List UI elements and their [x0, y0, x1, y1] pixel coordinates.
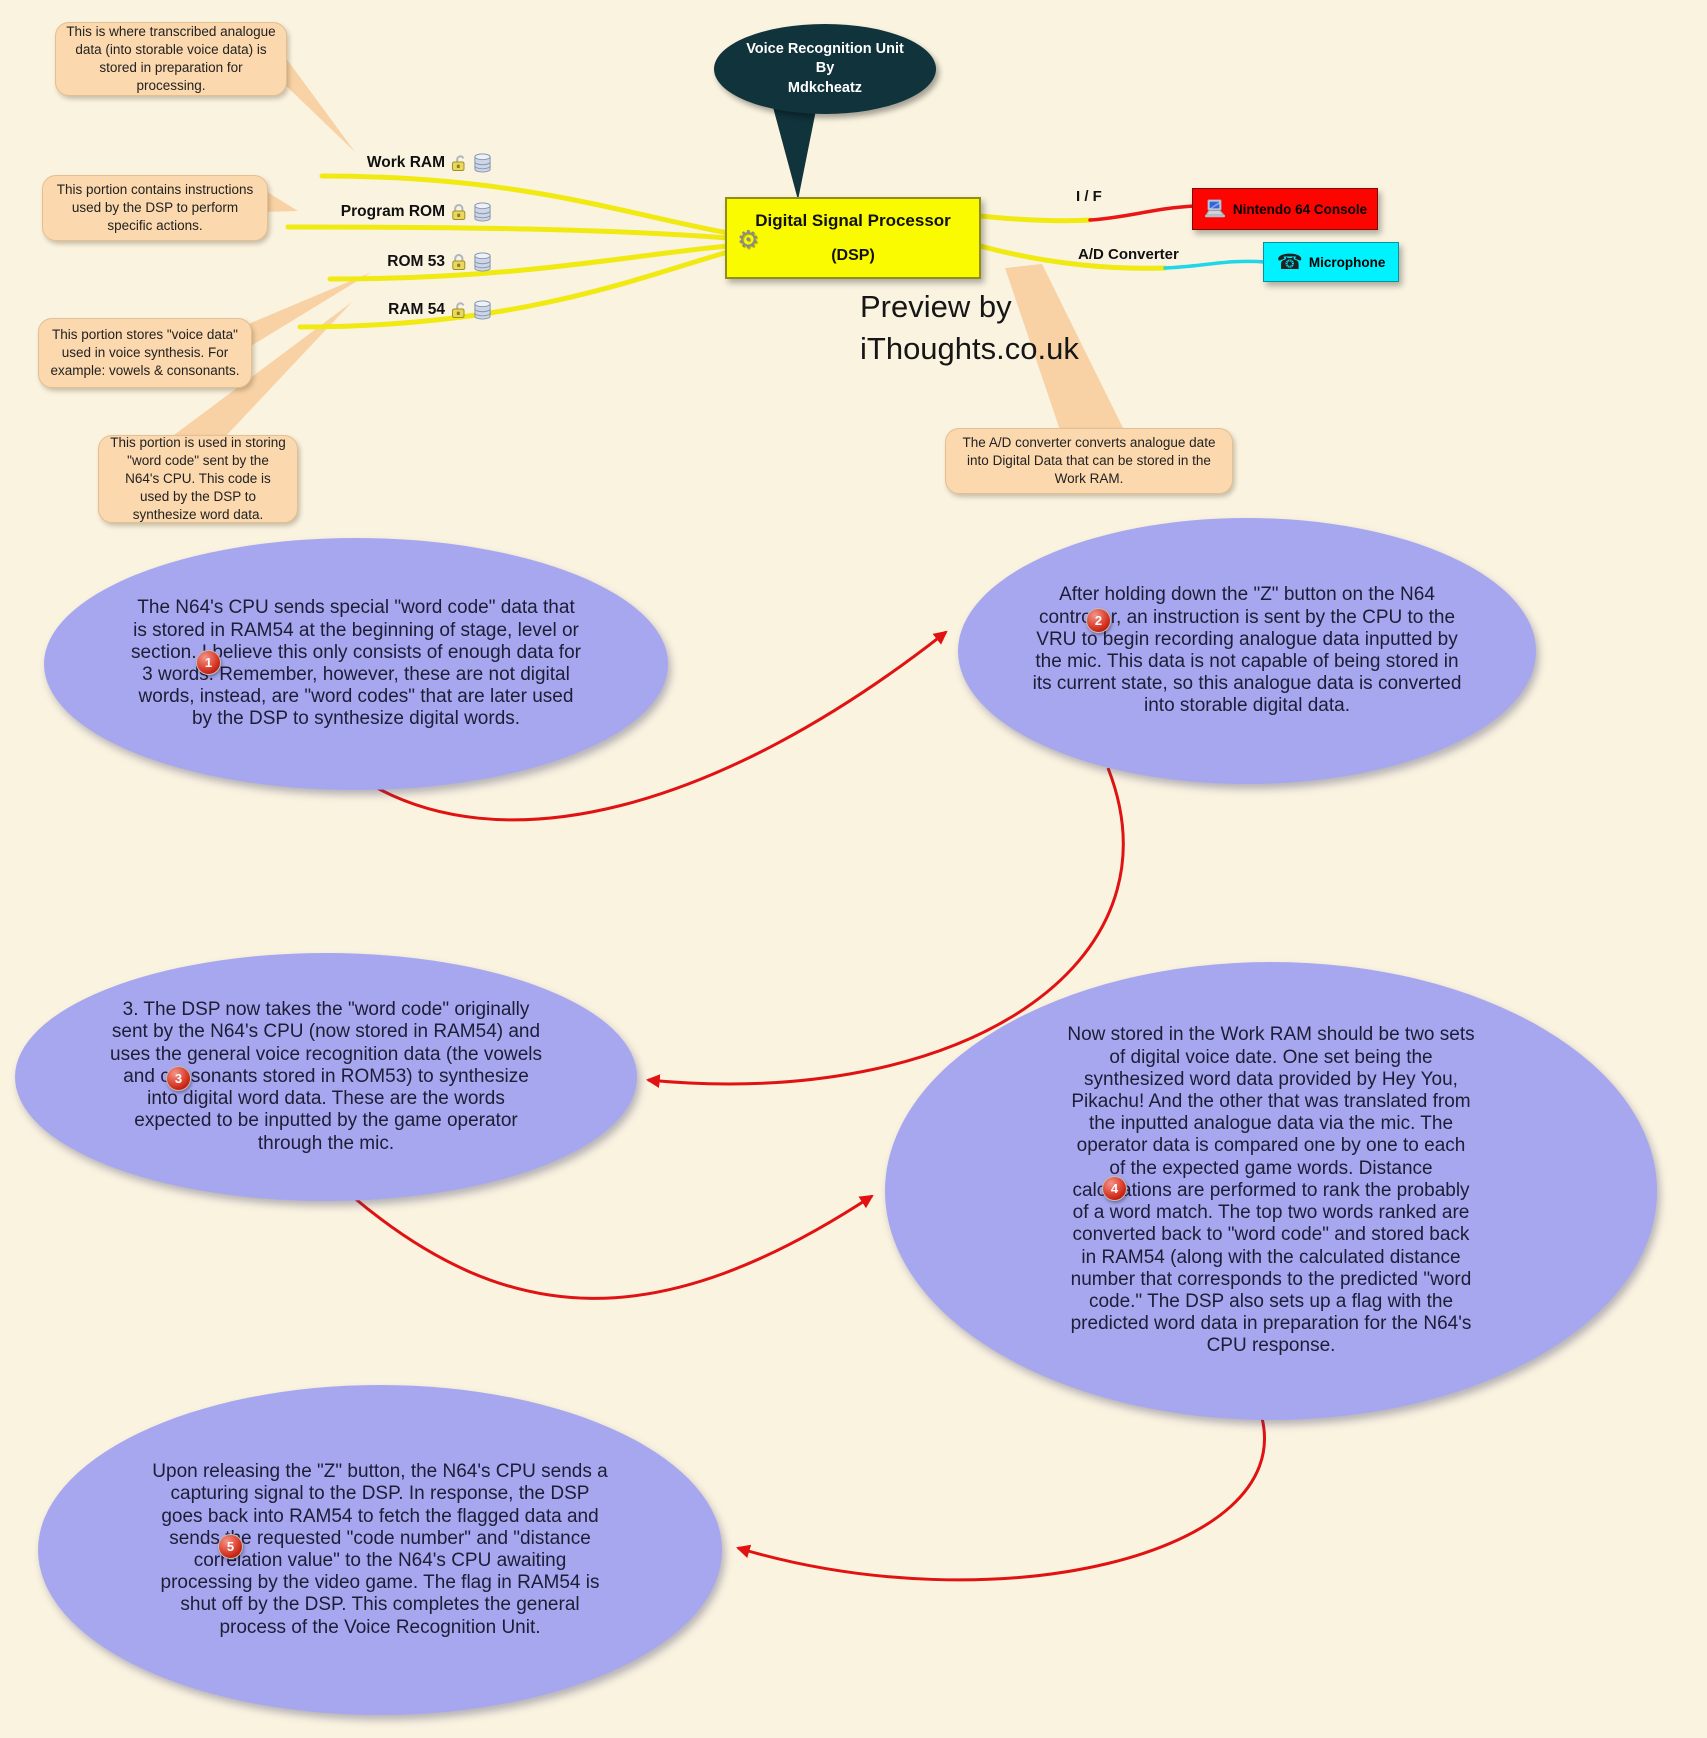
- step-4-ellipse[interactable]: Now stored in the Work RAM should be two…: [885, 962, 1657, 1420]
- callout-pointer-work-ram: [280, 50, 355, 152]
- arrow-step4-to-step5: [736, 1417, 1266, 1582]
- root-bubble-pointer: [770, 96, 818, 200]
- callout-ram54[interactable]: This portion is used in storing "word co…: [98, 435, 298, 523]
- step-2-ellipse[interactable]: After holding down the "Z" button on the…: [958, 518, 1536, 784]
- branch-work-ram: [319, 173, 731, 236]
- memory-node-label: ROM 53: [387, 253, 445, 270]
- callout-adc[interactable]: The A/D converter converts analogue date…: [945, 428, 1233, 494]
- gear-icon: ⚙: [737, 225, 760, 254]
- callout-program-rom-text: This portion contains instructions used …: [56, 182, 254, 233]
- step-3-badge: 3: [166, 1066, 191, 1091]
- watermark-line2: iThoughts.co.uk: [860, 330, 1079, 366]
- padlock-open-icon: [452, 155, 465, 171]
- callout-work-ram[interactable]: This is where transcribed analogue data …: [55, 22, 287, 96]
- branch-adc-yellow: [977, 243, 1168, 271]
- branch-if-red: [1088, 204, 1196, 222]
- microphone-label: Microphone: [1308, 254, 1386, 270]
- dsp-node[interactable]: ⚙ Digital Signal Processor (DSP): [725, 197, 981, 279]
- arrow-step1-to-step2: [359, 630, 948, 822]
- step-1-text: The N64's CPU sends special "word code" …: [131, 597, 581, 730]
- database-icon: [474, 202, 491, 222]
- step-5-badge: 5: [218, 1534, 243, 1559]
- padlock-closed-icon: [452, 254, 466, 270]
- step-4-number: 4: [1110, 1181, 1119, 1196]
- padlock-closed-icon: [452, 204, 466, 220]
- step-3-text: 3. The DSP now takes the "word code" ori…: [110, 999, 542, 1154]
- branch-rom53: [327, 243, 731, 282]
- telephone-icon: ☎: [1276, 250, 1303, 274]
- arrow-step3-to-step4: [351, 1194, 874, 1300]
- if-link-label: I / F: [1076, 188, 1102, 205]
- memory-node-work-ram[interactable]: Work RAM: [200, 148, 492, 178]
- watermark-line1: Preview by: [860, 289, 1012, 324]
- dsp-subtitle: (DSP): [831, 247, 875, 264]
- step-5-ellipse[interactable]: Upon releasing the "Z" button, the N64's…: [38, 1385, 722, 1715]
- callout-rom53-text: This portion stores "voice data" used in…: [50, 327, 240, 378]
- microphone-node[interactable]: ☎ Microphone: [1263, 242, 1399, 282]
- preview-watermark: Preview by iThoughts.co.uk: [860, 286, 1079, 370]
- callout-ram54-text: This portion is used in storing "word co…: [110, 435, 286, 522]
- memory-node-ram54[interactable]: RAM 54: [200, 295, 492, 325]
- step-5-number: 5: [226, 1539, 235, 1554]
- root-topic-line3: Mdkcheatz: [787, 79, 863, 96]
- step-4-text: Now stored in the Work RAM should be two…: [1067, 1024, 1475, 1357]
- adc-link-label: A/D Converter: [1078, 246, 1179, 263]
- callout-pointer-ram54: [170, 302, 352, 438]
- console-label: Nintendo 64 Console: [1232, 201, 1368, 217]
- arrow-step2-to-step3: [645, 767, 1125, 1088]
- step-2-text: After holding down the "Z" button on the…: [1032, 584, 1462, 717]
- database-icon: [474, 252, 491, 272]
- root-topic-voice-recognition-unit[interactable]: Voice Recognition Unit By Mdkcheatz: [714, 24, 936, 114]
- branch-ram54: [297, 249, 731, 330]
- memory-node-label: Program ROM: [340, 203, 445, 220]
- database-icon: [474, 300, 491, 320]
- callout-adc-text: The A/D converter converts analogue date…: [962, 435, 1216, 486]
- database-icon: [474, 153, 491, 173]
- memory-node-program-rom[interactable]: Program ROM: [200, 197, 492, 227]
- memory-node-label: RAM 54: [388, 301, 445, 318]
- step-2-number: 2: [1094, 613, 1103, 628]
- padlock-open-icon: [452, 302, 465, 318]
- step-4-badge: 4: [1102, 1176, 1127, 1201]
- step-1-badge: 1: [196, 650, 221, 675]
- nintendo-64-console-node[interactable]: Nintendo 64 Console: [1192, 188, 1378, 230]
- step-2-badge: 2: [1086, 608, 1111, 633]
- step-5-text: Upon releasing the "Z" button, the N64's…: [152, 1461, 608, 1638]
- callout-pointer-program-rom: [264, 190, 298, 212]
- memory-node-label: Work RAM: [366, 154, 445, 171]
- branch-if-yellow: [977, 213, 1093, 224]
- step-3-ellipse[interactable]: 3. The DSP now takes the "word code" ori…: [15, 953, 637, 1201]
- callout-pointer-adc: [1005, 264, 1124, 430]
- memory-node-rom53[interactable]: ROM 53: [200, 247, 492, 277]
- step-1-number: 1: [204, 655, 213, 670]
- step-1-ellipse[interactable]: The N64's CPU sends special "word code" …: [44, 538, 668, 790]
- callout-rom53[interactable]: This portion stores "voice data" used in…: [38, 318, 252, 388]
- root-topic-line2: By: [815, 60, 835, 77]
- branch-adc-cyan: [1163, 259, 1267, 270]
- dsp-title: Digital Signal Processor: [755, 211, 951, 230]
- callout-work-ram-text: This is where transcribed analogue data …: [66, 24, 276, 93]
- callout-program-rom[interactable]: This portion contains instructions used …: [42, 175, 268, 241]
- root-topic-line1: Voice Recognition Unit: [746, 40, 904, 57]
- branch-program-rom: [285, 224, 731, 241]
- step-3-number: 3: [174, 1071, 183, 1086]
- callout-pointer-rom53: [246, 272, 372, 349]
- computer-icon: [1204, 199, 1225, 218]
